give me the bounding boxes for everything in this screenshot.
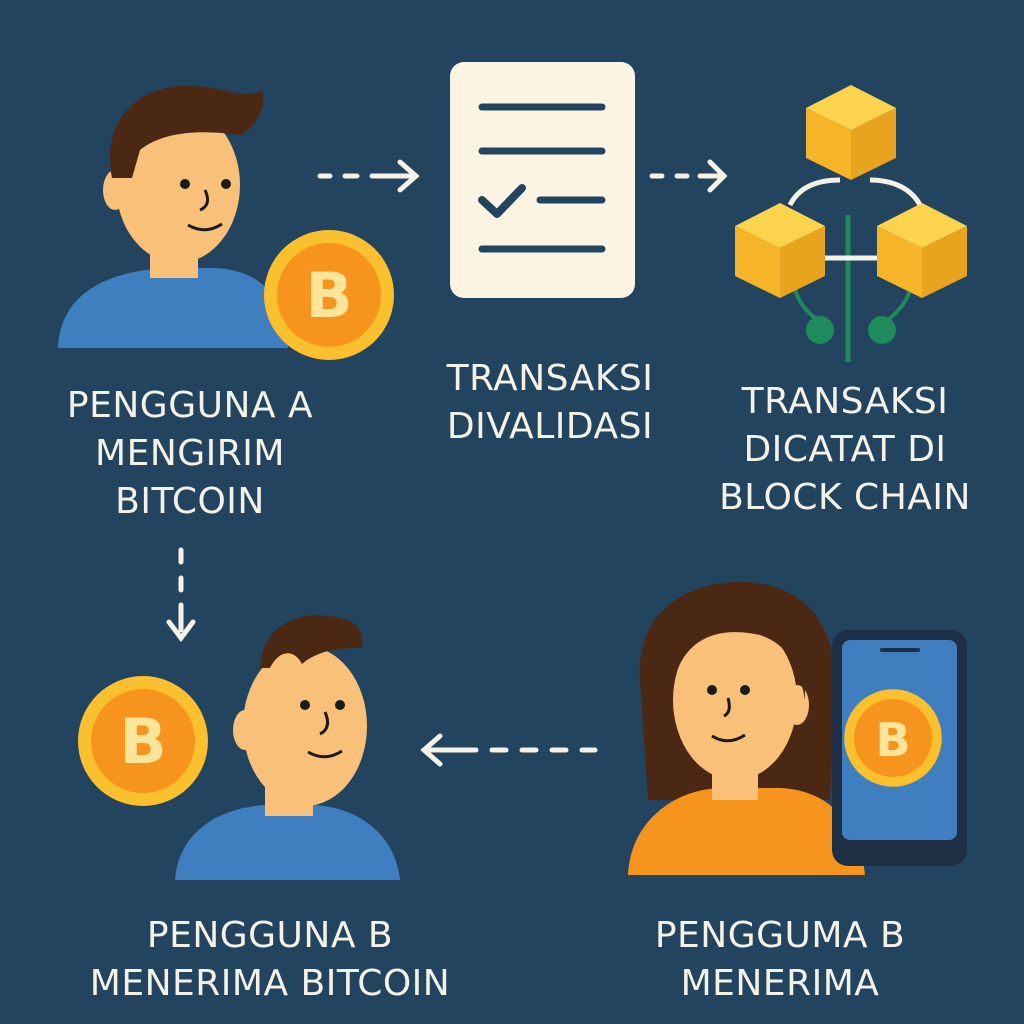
arrow-right-icon [649,159,728,193]
sender-label-line3: BITCOIN [115,481,265,522]
bitcoin-symbol-icon: B [305,259,352,332]
receiver-b-label-line1: PENGGUNA B [146,915,394,956]
sender-icon [58,85,288,348]
sender-label-line2: MENGIRIM [95,433,285,474]
receiver-phone-label-line2: MENERIMA [680,963,880,1004]
woman-with-phone-icon [628,581,967,875]
bitcoin-symbol-icon: B [875,713,910,767]
receiver-icon [175,615,400,880]
validated-label-line2: DIVALIDASI [446,406,654,447]
blockchain-cubes-icon [735,85,967,362]
recorded-label-line3: BLOCK CHAIN [719,477,971,518]
checklist-document-icon [450,62,635,298]
bitcoin-symbol-icon: B [119,705,166,778]
recorded-label-line2: DICATAT DI [743,429,947,470]
arrow-right-icon [317,159,420,193]
arrow-down-icon [166,547,196,643]
receiver-phone-label-line1: PENGGUMA B [654,915,906,956]
receiver-b-label-line2: MENERIMA BITCOIN [89,963,451,1004]
validated-label: TRANSAKSI DIVALIDASI [400,355,700,451]
validated-label-line1: TRANSAKSI [446,358,654,399]
receiver-phone-label: PENGGUMA B MENERIMA [625,912,935,1008]
recorded-label-line1: TRANSAKSI [741,381,949,422]
receiver-b-label: PENGGUNA B MENERIMA BITCOIN [60,912,480,1008]
sender-label-line1: PENGGUNA A [66,385,314,426]
sender-label: PENGGUNA A MENGIRIM BITCOIN [40,382,340,526]
recorded-label: TRANSAKSI DICATAT DI BLOCK CHAIN [690,378,1000,522]
arrow-left-icon [420,733,598,767]
